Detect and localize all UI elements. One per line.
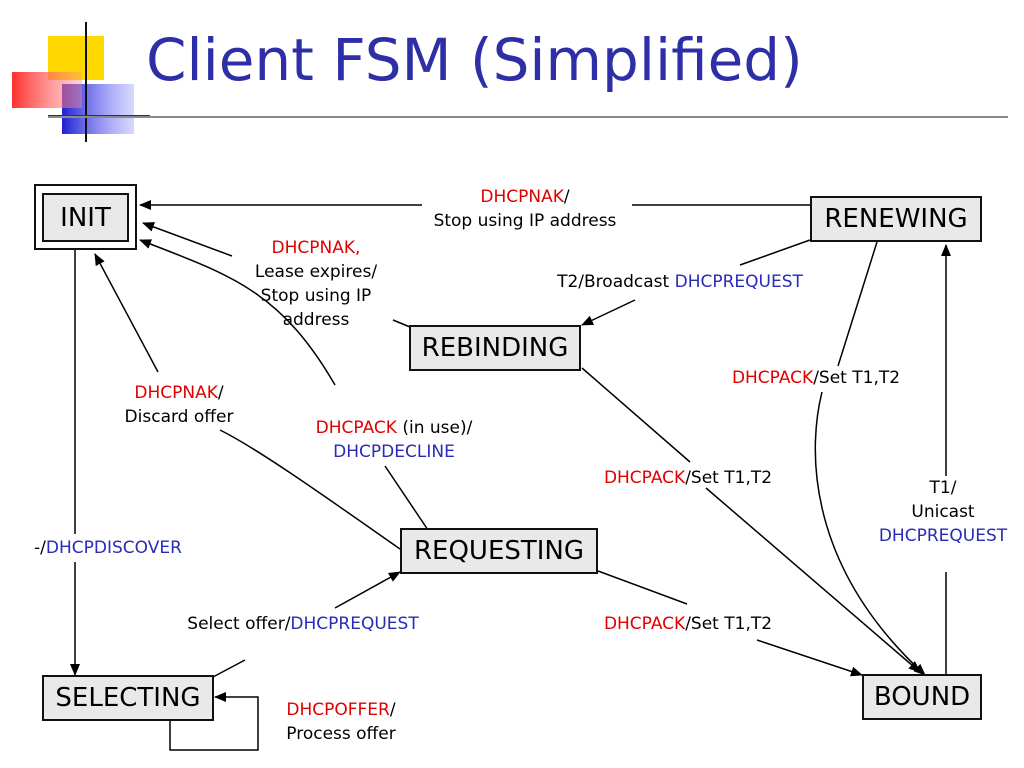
label-sep: / [217,383,224,403]
label-requesting-bound: DHCPACK/Set T1,T2 [590,612,786,636]
label-event: DHCPACK [315,418,397,438]
label-line: T1/ [929,478,957,498]
label-event: DHCPOFFER [286,700,390,720]
label-msg: DHCPREQUEST [290,614,419,634]
edge-selecting-requesting [212,572,400,678]
label-msg: DHCPDECLINE [333,442,455,462]
label-renewing-bound: DHCPACK/Set T1,T2 [718,366,914,390]
label-selecting-requesting: Select offer/DHCPREQUEST [172,612,434,636]
label-event: DHCPACK [603,614,686,634]
label-event: DHCPACK [731,368,814,388]
label-bound-renewing: T1/ Unicast DHCPREQUEST [868,476,1018,548]
state-requesting: REQUESTING [400,528,598,574]
label-line: Stop using IP [260,286,372,306]
label-event: DHCPACK [603,468,686,488]
label-text: -/ [34,538,46,558]
label-sep: / [563,187,570,207]
label-sep: / [389,700,396,720]
label-line: Lease expires/ [254,262,378,282]
label-requesting-init-nak: DHCPNAK/ Discard offer [108,381,250,429]
label-action: Discard offer [124,407,234,427]
label-requesting-init-ack: DHCPACK (in use)/ DHCPDECLINE [300,416,488,464]
label-renewing-init: DHCPNAK/ Stop using IP address [418,185,632,233]
label-action: Process offer [286,724,396,744]
state-rebinding: REBINDING [409,325,581,371]
label-rebinding-bound: DHCPACK/Set T1,T2 [590,466,786,490]
state-init: INIT [42,193,129,242]
label-msg: DHCPREQUEST [878,526,1008,546]
label-line: Unicast [911,502,975,522]
label-line: address [282,310,350,330]
state-selecting: SELECTING [42,675,214,721]
label-text: T2/Broadcast [557,272,675,292]
label-text: /Set T1,T2 [685,468,773,488]
label-action: Stop using IP address [433,211,617,231]
label-init-selecting: -/DHCPDISCOVER [24,536,192,560]
slide-title: Client FSM (Simplified) [146,26,803,94]
edge-rebinding-bound [581,367,920,672]
label-renewing-rebinding: T2/Broadcast DHCPREQUEST [540,270,820,294]
label-msg: DHCPDISCOVER [45,538,182,558]
edge-requesting-bound [597,570,862,675]
label-text: Select offer/ [187,614,291,634]
edge-renewing-rebinding [582,239,811,325]
edge-selecting-self [169,692,259,751]
label-rebinding-init: DHCPNAK, Lease expires/ Stop using IP ad… [232,236,400,332]
label-selecting-self: DHCPOFFER/ Process offer [270,698,412,746]
label-event: DHCPNAK [134,383,218,403]
edge-requesting-init-ack [140,240,429,531]
label-text: (in use)/ [396,418,473,438]
label-event: DHCPNAK, [271,238,361,258]
label-text: /Set T1,T2 [813,368,901,388]
label-text: /Set T1,T2 [685,614,773,634]
state-renewing: RENEWING [810,196,982,242]
label-event: DHCPNAK [480,187,564,207]
label-msg: DHCPREQUEST [674,272,803,292]
edge-renewing-bound [814,241,925,675]
edge-rebinding-init [143,223,411,328]
edge-requesting-init-nak [95,254,401,550]
state-bound: BOUND [862,674,982,720]
title-rule [48,116,1008,118]
